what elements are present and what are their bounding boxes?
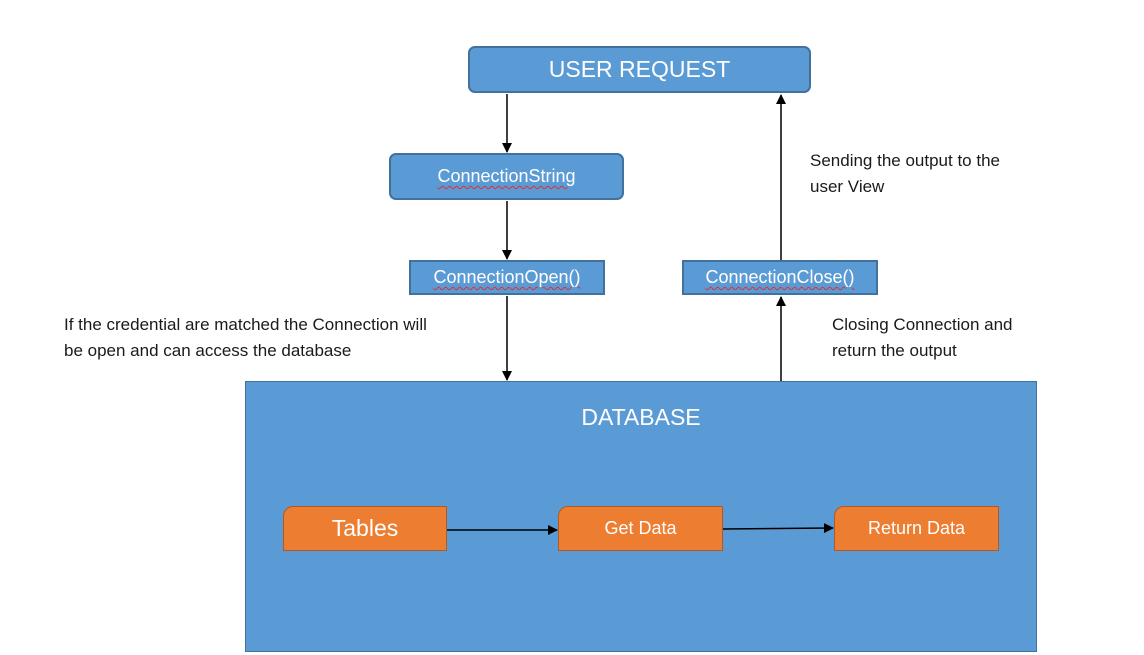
credential-line-2: be open and can access the database [64,341,352,360]
connection-string-label: ConnectionString [437,166,576,186]
tables-label: Tables [331,515,399,541]
return-data-label: Return Data [867,518,966,538]
user-request-label: USER REQUEST [548,56,731,82]
get-data-label: Get Data [604,518,677,538]
credential-line-1: If the credential are matched the Connec… [64,315,427,334]
sending-output-line-1: Sending the output to the [810,151,1000,170]
get-data-box: Get Data [558,506,723,551]
sending-output-line-2: user View [810,177,885,196]
closing-line-1: Closing Connection and [832,315,1013,334]
connection-close-label: ConnectionClose() [705,267,855,287]
credential-note: If the credential are matched the Connec… [64,312,427,364]
database-title: DATABASE [581,404,701,430]
sending-output-note: Sending the output to the user View [810,148,1000,200]
return-data-box: Return Data [834,506,999,551]
connection-open-box: ConnectionOpen() [409,260,605,295]
connection-close-box: ConnectionClose() [682,260,878,295]
tables-box: Tables [283,506,447,551]
connection-string-box: ConnectionString [389,153,624,200]
closing-line-2: return the output [832,341,957,360]
connection-open-label: ConnectionOpen() [433,267,581,287]
user-request-box: USER REQUEST [468,46,811,93]
closing-connection-note: Closing Connection and return the output [832,312,1013,364]
